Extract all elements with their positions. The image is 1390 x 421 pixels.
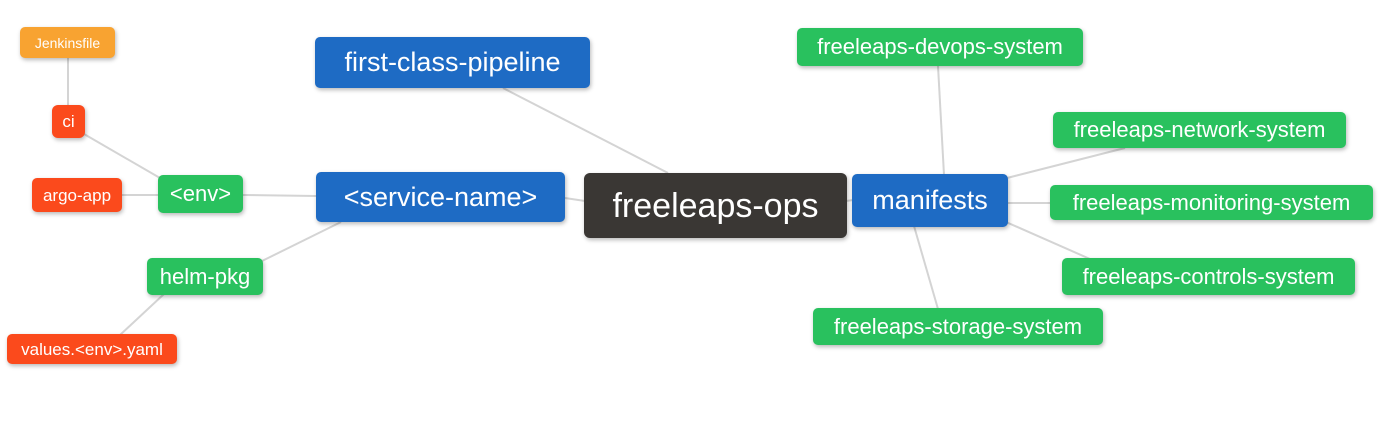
node-freeleaps-network-system[interactable]: freeleaps-network-system (1053, 112, 1346, 148)
edge-manifests-controls (1005, 221, 1091, 260)
edge-manifests-devops (937, 65, 945, 176)
node-helm-pkg[interactable]: helm-pkg (147, 258, 263, 295)
node-service-name[interactable]: <service-name> (316, 172, 565, 222)
edge-env-service-name (242, 194, 317, 197)
edge-service-name-helm-pkg (261, 221, 342, 262)
node-freeleaps-controls-system[interactable]: freeleaps-controls-system (1062, 258, 1355, 295)
node-freeleaps-monitoring-system[interactable]: freeleaps-monitoring-system (1050, 185, 1373, 220)
edge-service-name-root (564, 197, 586, 202)
edge-helm-pkg-values-yaml (119, 293, 165, 336)
node-freeleaps-storage-system[interactable]: freeleaps-storage-system (813, 308, 1103, 345)
node-first-class-pipeline[interactable]: first-class-pipeline (315, 37, 590, 88)
node-ci[interactable]: ci (52, 105, 85, 138)
node-env[interactable]: <env> (158, 175, 243, 213)
node-manifests[interactable]: manifests (852, 174, 1008, 227)
node-jenkinsfile[interactable]: Jenkinsfile (20, 27, 115, 58)
node-values-env-yaml[interactable]: values.<env>.yaml (7, 334, 177, 364)
node-argo-app[interactable]: argo-app (32, 178, 122, 212)
edge-root-manifests (845, 199, 854, 202)
edge-pipeline-root (502, 87, 669, 174)
node-freeleaps-devops-system[interactable]: freeleaps-devops-system (797, 28, 1083, 66)
node-freeleaps-ops[interactable]: freeleaps-ops (584, 173, 847, 238)
edge-manifests-storage (913, 225, 939, 310)
edge-manifests-network (1006, 147, 1126, 179)
edge-ci-env (83, 133, 161, 179)
